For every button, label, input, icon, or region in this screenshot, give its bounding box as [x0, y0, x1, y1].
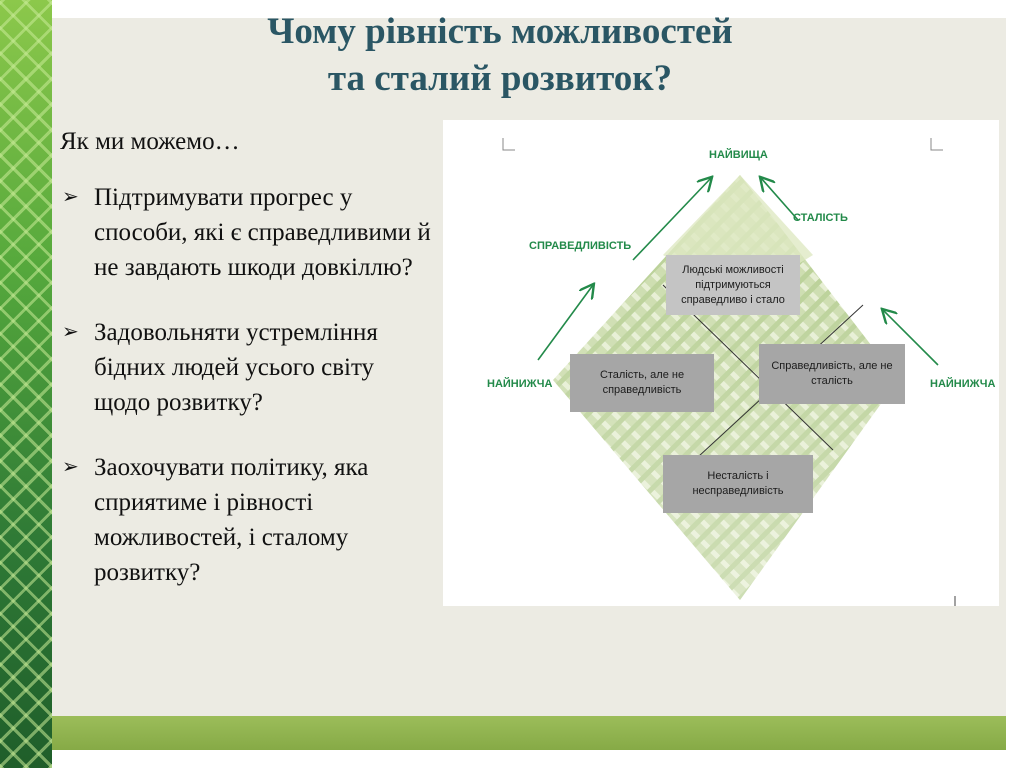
corner-mark [502, 138, 515, 151]
diamond-diagram [502, 138, 956, 606]
label-lowest-left: НАЙНИЖЧА [487, 378, 553, 390]
list-item: ➢ Задовольняти устремління бідних людей … [62, 315, 432, 420]
corner-mark [930, 138, 943, 151]
quadrant-box-top: Людські можливості підтримуються справед… [666, 255, 800, 315]
arrow-bullet-icon: ➢ [62, 186, 79, 208]
label-equity: СПРАВЕДЛИВІСТЬ [529, 240, 632, 252]
decorative-side-strip [0, 0, 52, 768]
intro-text: Як ми можемо… [60, 128, 240, 155]
list-item: ➢ Заохочувати політику, яка сприятиме і … [62, 450, 432, 590]
bottom-bar [52, 716, 1006, 750]
quadrant-box-bottom: Несталість і несправедливість [663, 455, 813, 513]
left-arrow [537, 285, 593, 361]
bullet-text: Підтримувати прогрес у способи, які є сп… [94, 184, 431, 281]
label-sustainability: СТАЛІСТЬ [793, 212, 848, 224]
label-lowest-right: НАЙНИЖЧА [930, 378, 996, 390]
list-item: ➢ Підтримувати прогрес у способи, які є … [62, 180, 432, 285]
arrow-bullet-icon: ➢ [62, 321, 79, 343]
slide-title: Чому рівність можливостей та сталий розв… [120, 8, 880, 102]
bullet-list: ➢ Підтримувати прогрес у способи, які є … [62, 180, 432, 620]
quadrant-box-left: Сталість, але не справедливість [570, 354, 714, 412]
quadrant-box-right: Справедливість, але не сталість [759, 344, 905, 404]
diagram-figure: НАЙВИЩА СТАЛІСТЬ СПРАВЕДЛИВІСТЬ НАЙНИЖЧА… [443, 120, 999, 606]
label-highest: НАЙВИЩА [709, 149, 768, 161]
arrow-bullet-icon: ➢ [62, 456, 79, 478]
sustainability-arrow [761, 178, 799, 221]
right-arrow [883, 310, 939, 366]
title-line-2: та сталий розвиток? [327, 58, 673, 99]
bullet-text: Задовольняти устремління бідних людей ус… [94, 319, 378, 416]
bullet-text: Заохочувати політику, яка сприятиме і рі… [94, 454, 369, 586]
title-line-1: Чому рівність можливостей [267, 11, 733, 52]
equity-arrow [632, 178, 711, 261]
